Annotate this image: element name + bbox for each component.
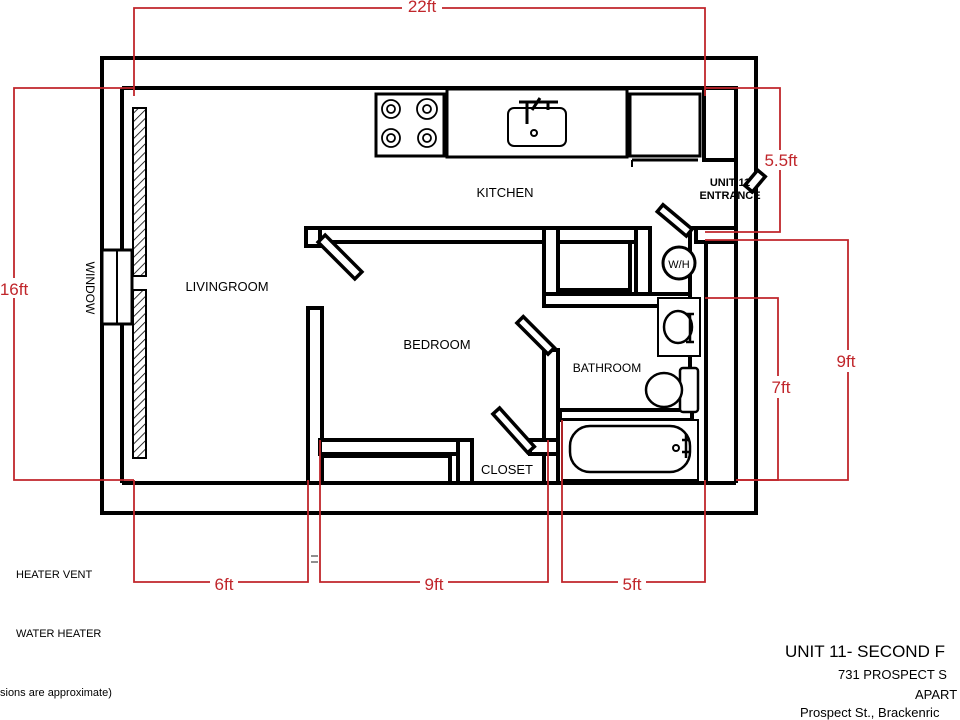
refrigerator — [628, 92, 702, 158]
toilet-bowl — [644, 371, 684, 409]
dim-entrance-depth: 5.5ft — [764, 151, 797, 170]
room-label-closet: CLOSET — [481, 462, 533, 477]
dim-bedroom-width: 9ft — [425, 575, 444, 594]
room-label-bathroom: BATHROOM — [573, 361, 641, 375]
room-label-kitchen: KITCHEN — [476, 185, 533, 200]
closet-living — [320, 454, 452, 485]
entrance-label-line2: ENTRANCE — [699, 190, 760, 202]
kitchen-sink — [507, 107, 567, 147]
room-label-bedroom: BEDROOM — [403, 337, 470, 352]
bedroom-door — [315, 232, 365, 282]
window-hatch-bottom — [132, 289, 147, 459]
dim-living-width-line — [133, 480, 309, 583]
bathtub-basin — [568, 424, 692, 474]
kitchen-fixtures — [374, 87, 702, 167]
bathroom-fixtures — [561, 297, 701, 481]
heater-vent-marker — [311, 555, 318, 563]
legend-heater-vent: HEATER VENT — [16, 569, 92, 581]
dim-living-width: 6ft — [215, 575, 234, 594]
title-block-line4: Prospect St., Brackenric — [800, 705, 940, 720]
legend-note: sions are approximate) — [0, 687, 112, 699]
closet-kitchen — [556, 240, 632, 292]
bath-sink — [662, 309, 694, 345]
dim-overall-height: 16ft — [0, 280, 28, 299]
sink-faucet — [519, 97, 558, 124]
room-label-window: WINDOW — [83, 262, 97, 315]
dim-bath-height: 7ft — [772, 378, 791, 397]
water-heater — [661, 245, 697, 281]
entrance-door — [742, 167, 768, 195]
dim-bath-height-line — [705, 297, 779, 481]
wh-door — [654, 202, 695, 239]
window-hatch-top — [132, 107, 147, 277]
dim-bath-width: 5ft — [623, 575, 642, 594]
legend-water-heater: WATER HEATER — [16, 628, 101, 640]
room-label-livingroom: LIVINGROOM — [185, 279, 268, 294]
dim-right-height-line — [705, 239, 849, 481]
doors — [315, 167, 768, 456]
dim-overall-width: 22ft — [408, 0, 437, 16]
window — [100, 107, 147, 459]
dimension-knockouts — [0, 0, 860, 592]
title-block-line1: UNIT 11- SECOND F — [785, 642, 945, 661]
dim-right-height: 9ft — [837, 352, 856, 371]
closet-door — [490, 405, 537, 456]
dim-overall-width-line — [133, 7, 706, 96]
entrance-label-line1: UNIT 11 — [710, 177, 750, 189]
entrance-pillar — [702, 86, 738, 162]
title-block-line3: APART — [915, 687, 957, 702]
bathroom-door — [514, 314, 557, 357]
water-heater-tag: W/H — [668, 259, 689, 271]
burners — [381, 98, 438, 148]
title-block-line2: 731 PROSPECT S — [838, 667, 947, 682]
closets — [320, 240, 632, 485]
